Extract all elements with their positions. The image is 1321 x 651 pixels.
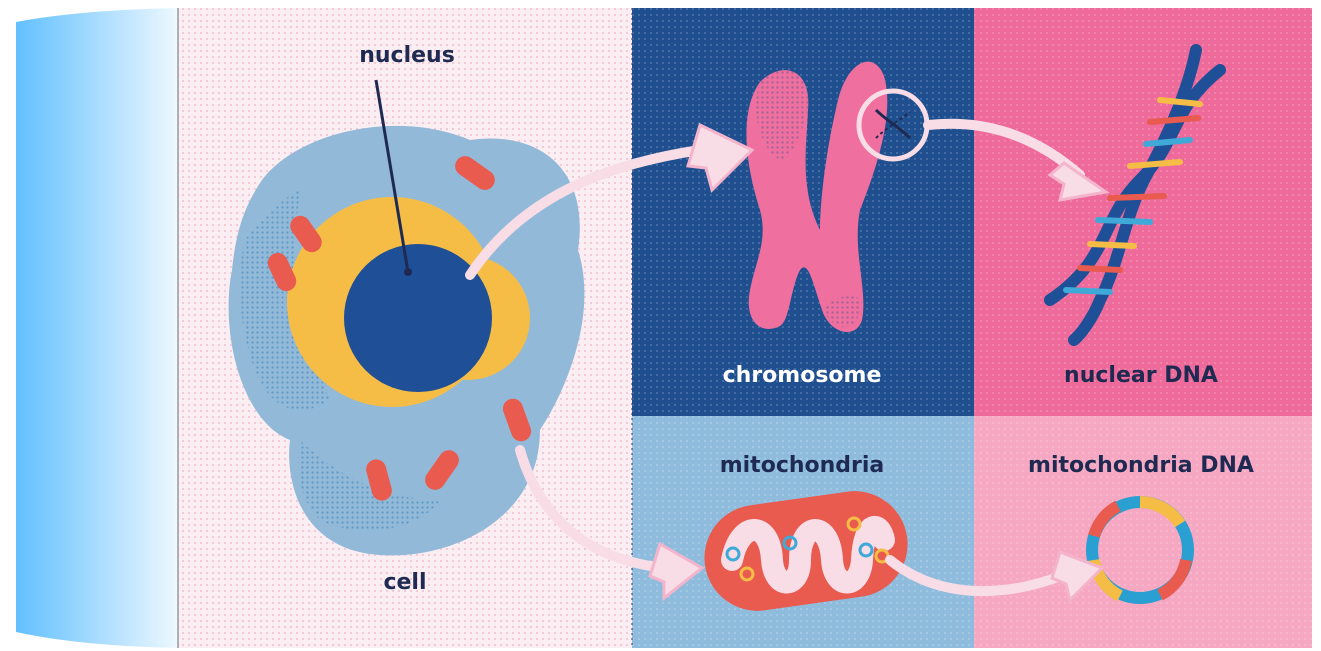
left-gradient-tab: [16, 8, 178, 648]
chromosome-label: chromosome: [723, 363, 882, 388]
nucleus-label: nucleus: [359, 43, 455, 68]
cell-label: cell: [383, 570, 426, 595]
mitochondria-dna-label: mitochondria DNA: [1028, 453, 1254, 478]
mitochondria-label: mitochondria: [720, 453, 885, 478]
nuclear-dna-label: nuclear DNA: [1064, 363, 1218, 388]
